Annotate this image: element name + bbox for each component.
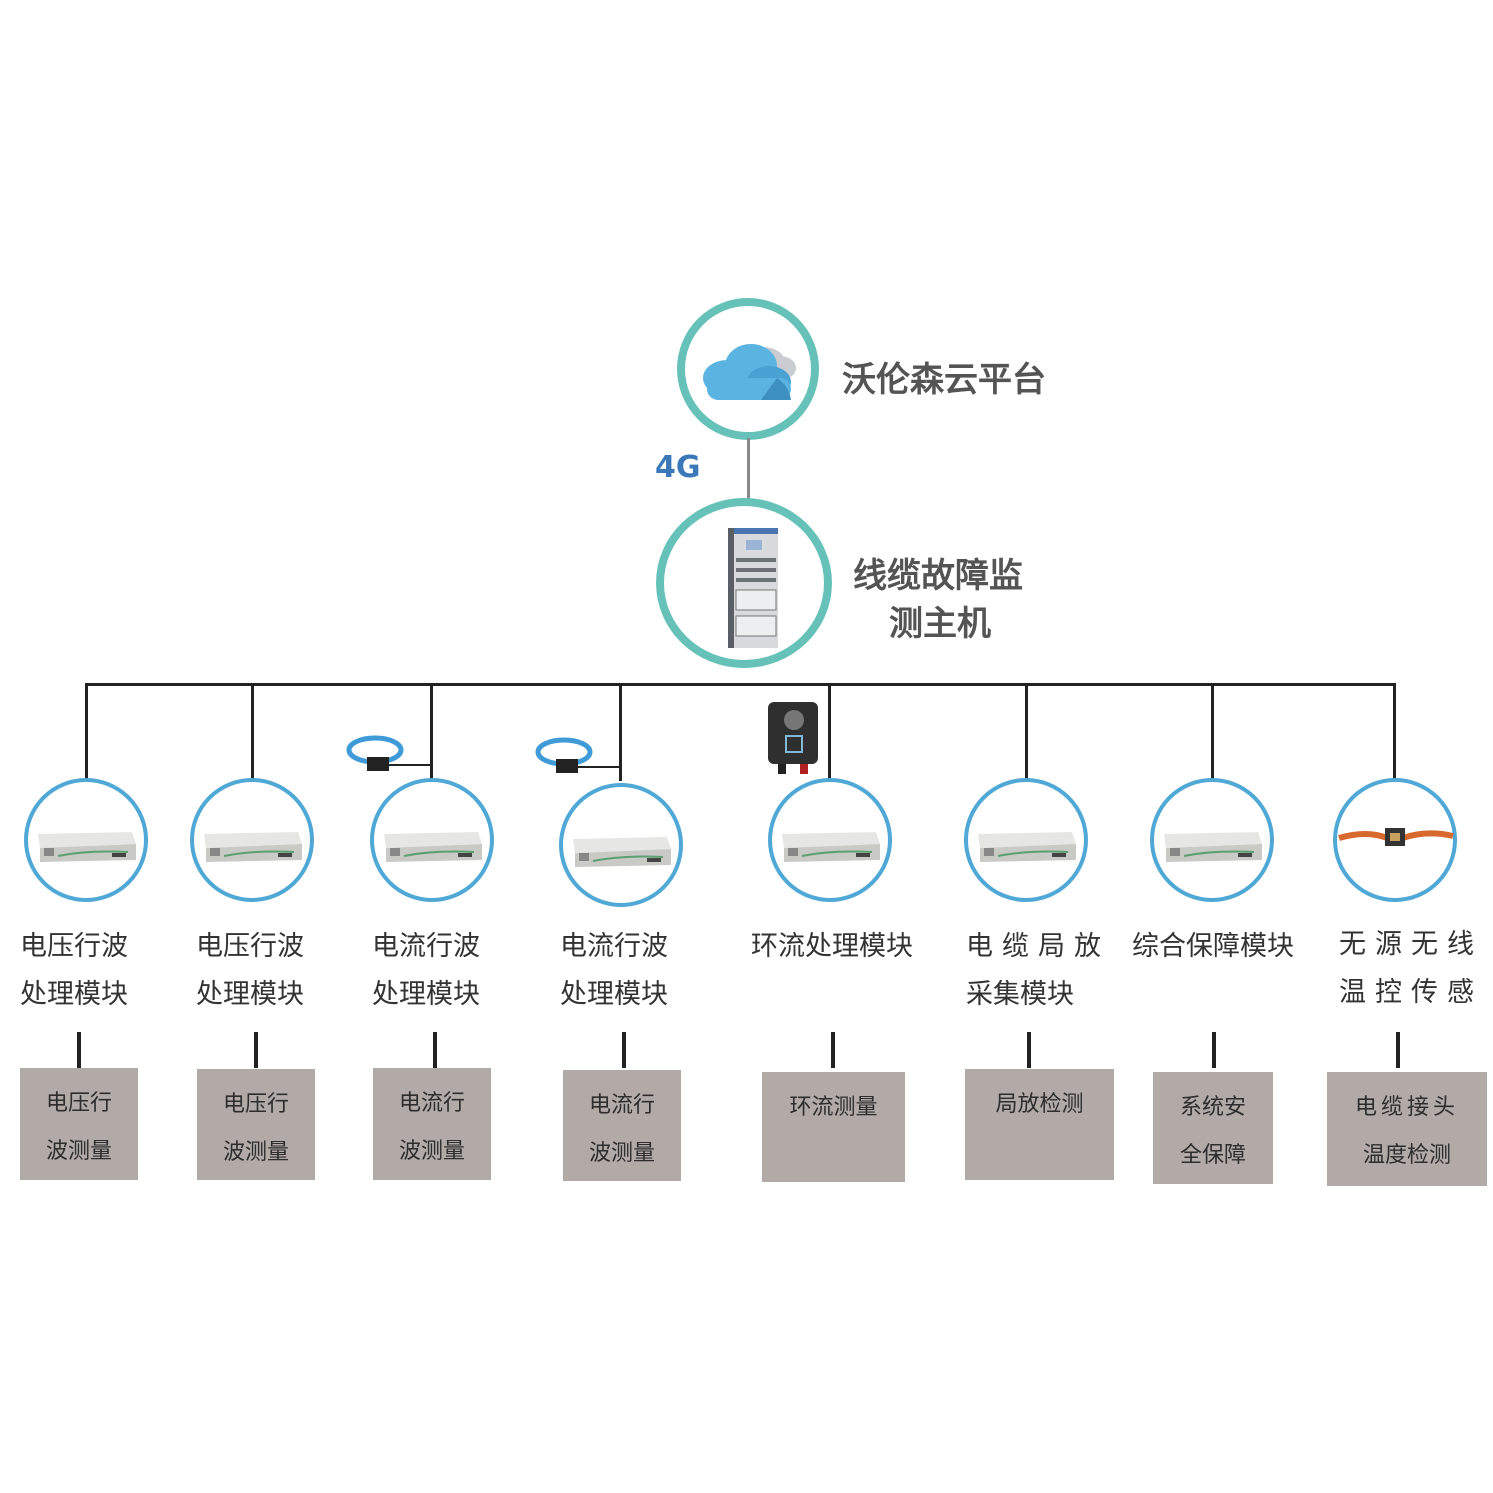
measure-box-8: 电缆接头 温度检测 xyxy=(1327,1072,1487,1186)
processing-device-icon xyxy=(204,832,302,862)
measure-box-8-line1: 电缆接头 xyxy=(1354,1095,1459,1120)
module-label-2-line1: 电压行波 xyxy=(196,931,304,962)
box-link-line xyxy=(622,1032,626,1068)
module-label-4-line1: 电流行波 xyxy=(560,931,668,962)
measure-box-7-line2: 全保障 xyxy=(1179,1143,1246,1168)
measure-box-4-line2: 波测量 xyxy=(588,1141,655,1166)
host-title-line2: 测主机 xyxy=(889,604,991,644)
cloud-platform-title: 沃伦森云平台 xyxy=(842,360,1046,400)
server-rack-icon xyxy=(728,528,778,648)
module-label-3-line2: 处理模块 xyxy=(372,979,480,1010)
box-link-line xyxy=(1396,1032,1400,1068)
measure-box-6: 局放检测 xyxy=(965,1069,1114,1180)
module-node-6 xyxy=(964,778,1088,902)
drop-line xyxy=(1025,683,1028,781)
host-node xyxy=(656,498,832,668)
module-label-4-line2: 处理模块 xyxy=(560,979,668,1010)
host-title-line1: 线缆故障监 xyxy=(853,556,1023,596)
drop-line xyxy=(619,683,622,781)
box-link-line xyxy=(1212,1032,1216,1068)
drop-line xyxy=(1393,683,1396,781)
box-link-line xyxy=(77,1032,81,1068)
module-node-5 xyxy=(768,778,892,902)
module-label-1-line1: 电压行波 xyxy=(20,931,128,962)
measure-box-7-line1: 系统安 xyxy=(1179,1095,1246,1120)
module-node-7 xyxy=(1150,778,1274,902)
measure-box-1: 电压行 波测量 xyxy=(20,1068,138,1180)
measure-box-4-line1: 电流行 xyxy=(588,1093,655,1118)
module-label-2-line2: 处理模块 xyxy=(196,979,304,1010)
module-label-8-line2: 温控传感 xyxy=(1339,977,1483,1008)
processing-device-icon xyxy=(573,837,671,867)
drop-line xyxy=(430,683,433,781)
measure-box-2-line2: 波测量 xyxy=(222,1140,289,1165)
measure-box-2: 电压行 波测量 xyxy=(197,1069,315,1180)
processing-device-icon xyxy=(384,832,482,862)
processing-device-icon xyxy=(978,832,1076,862)
cloud-platform-node xyxy=(677,298,819,440)
processing-device-icon xyxy=(782,832,880,862)
cloud-icon xyxy=(703,344,796,400)
bus-line xyxy=(85,683,1395,686)
measure-box-1-line1: 电压行 xyxy=(45,1091,112,1116)
measure-box-7: 系统安 全保障 xyxy=(1153,1072,1273,1184)
link-label-4g: 4G xyxy=(655,450,701,485)
uplink-line xyxy=(747,438,750,500)
drop-line xyxy=(828,683,831,781)
module-node-1 xyxy=(24,778,148,902)
module-node-4 xyxy=(559,783,683,907)
measure-box-3-line1: 电流行 xyxy=(398,1091,465,1116)
measure-box-6-line1: 局放检测 xyxy=(995,1092,1084,1117)
module-node-3 xyxy=(370,778,494,902)
module-label-1-line2: 处理模块 xyxy=(20,979,128,1010)
module-label-5-line1: 环流处理模块 xyxy=(751,931,913,962)
module-label-6-line1: 电缆局放 xyxy=(966,931,1110,962)
module-label-7-line1: 综合保障模块 xyxy=(1132,931,1294,962)
processing-device-icon xyxy=(1164,832,1262,862)
module-node-2 xyxy=(190,778,314,902)
module-label-6-line2: 采集模块 xyxy=(966,979,1074,1010)
box-link-line xyxy=(254,1032,258,1068)
measure-box-5-line1: 环流测量 xyxy=(789,1095,878,1120)
module-label-3-line1: 电流行波 xyxy=(372,931,480,962)
current-sensor-loop-icon xyxy=(535,737,620,773)
box-link-line xyxy=(831,1032,835,1068)
drop-line xyxy=(85,683,88,781)
measure-box-3: 电流行 波测量 xyxy=(373,1068,491,1180)
current-sensor-loop-icon xyxy=(346,735,431,771)
drop-line xyxy=(251,683,254,781)
measure-box-8-line2: 温度检测 xyxy=(1362,1143,1451,1168)
temperature-sensor-cable-icon xyxy=(1338,828,1454,846)
measure-box-3-line2: 波测量 xyxy=(398,1139,465,1164)
box-link-line xyxy=(433,1032,437,1068)
measure-box-4: 电流行 波测量 xyxy=(563,1070,681,1181)
drop-line xyxy=(1211,683,1214,781)
box-link-line xyxy=(1027,1032,1031,1068)
circulating-current-sensor-icon xyxy=(768,702,818,774)
measure-box-5: 环流测量 xyxy=(762,1072,905,1182)
module-node-8 xyxy=(1333,778,1457,902)
measure-box-1-line2: 波测量 xyxy=(45,1139,112,1164)
processing-device-icon xyxy=(38,832,136,862)
module-label-8-line1: 无源无线 xyxy=(1339,929,1483,960)
measure-box-2-line1: 电压行 xyxy=(222,1092,289,1117)
